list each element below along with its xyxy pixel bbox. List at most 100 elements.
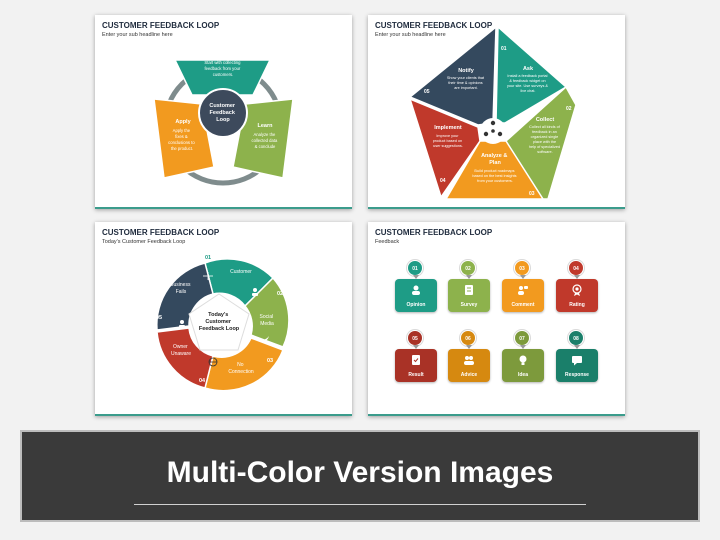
slide-subtitle: Feedback [375, 239, 400, 245]
feedback-item-survey: 02 Survey [448, 260, 490, 312]
implement-text: Improve your product based on user sugge… [433, 134, 463, 148]
noconnection-label: No Connection [228, 362, 254, 375]
banner-divider [134, 504, 586, 505]
feedback-card: Response [556, 349, 598, 382]
globe-icon [208, 357, 218, 367]
feedback-item-opinion: 01 Opinion [395, 260, 437, 312]
number-badge: 08 [568, 330, 584, 346]
version-banner: Multi-Color Version Images [20, 430, 700, 522]
feedback-card: Idea [502, 349, 544, 382]
learn-text: Analyze the collected data & conclude [251, 132, 278, 149]
number-badge: 06 [460, 330, 476, 346]
owner-number: 04 [199, 378, 206, 384]
apply-title: Apply [175, 119, 191, 125]
notify-text: Show your clients that their time & opin… [447, 76, 485, 90]
notify-number: 05 [424, 89, 430, 95]
slide-title: CUSTOMER FEEDBACK LOOP [375, 228, 493, 237]
badge-pointer [574, 345, 580, 349]
customer-number: 01 [205, 255, 211, 261]
result-icon [412, 355, 420, 365]
slide-thumbnail-2[interactable]: CUSTOMER FEEDBACK LOOP Enter your sub he… [368, 15, 625, 209]
noconnection-number: 03 [267, 358, 273, 364]
business-number: 05 [156, 315, 162, 321]
ask-text: Install a feedback portal & feedback wid… [507, 74, 549, 93]
scale-icon [203, 272, 213, 280]
ask-title: Ask [523, 66, 534, 72]
comment-icon [518, 286, 528, 295]
opinion-icon [412, 285, 420, 295]
feedback-item-advice: 06 Advice [448, 330, 490, 382]
advice-icon [464, 356, 474, 365]
feedback-card: Survey [448, 279, 490, 312]
customer-label: Customer [230, 269, 252, 275]
gather-title: Gather [214, 50, 233, 56]
feedback-card: Advice [448, 349, 490, 382]
slide-thumbnail-4[interactable]: CUSTOMER FEEDBACK LOOP Feedback 01 Opini… [368, 222, 625, 416]
analyze-text: Build product roadmaps based on the best… [472, 169, 517, 183]
banner-title: Multi-Color Version Images [166, 456, 554, 489]
slide-thumbnail-1[interactable]: CUSTOMER FEEDBACK LOOP Enter your sub he… [95, 15, 352, 209]
feedback-label: Rating [569, 302, 585, 308]
number-badge: 03 [514, 260, 530, 276]
slide-title: CUSTOMER FEEDBACK LOOP [102, 228, 220, 237]
response-icon [572, 356, 582, 366]
ask-number: 01 [501, 46, 507, 52]
slide-subtitle: Today's Customer Feedback Loop [102, 239, 186, 245]
analyze-number: 03 [529, 191, 535, 197]
gather-text: Start with collecting feedback from your… [204, 60, 241, 77]
feedback-label: Response [565, 372, 589, 378]
center-label: Customer Feedback Loop [209, 103, 236, 123]
business-label: Business Fails [170, 282, 192, 295]
number-badge: 07 [514, 330, 530, 346]
badge-pointer [574, 275, 580, 279]
slide-subtitle: Enter your sub headline here [375, 32, 446, 38]
feedback-card: Result [395, 349, 437, 382]
badge-pointer [413, 345, 419, 349]
segment-gather [173, 59, 272, 96]
segment-learn [232, 98, 294, 179]
survey-icon [465, 285, 473, 295]
collect-title: Collect [536, 117, 555, 123]
slide-title: CUSTOMER FEEDBACK LOOP [375, 21, 493, 30]
idea-icon [519, 355, 527, 365]
user-icon [252, 288, 258, 296]
feedback-label: Survey [460, 302, 478, 308]
collect-number: 02 [566, 106, 572, 112]
donut-diagram: Today's Customer Feedback Loop 01 02 03 … [156, 255, 290, 392]
segment-ask [495, 25, 568, 124]
feedback-card: Opinion [395, 279, 437, 312]
feedback-item-idea: 07 Idea [502, 330, 544, 382]
slide-thumbnail-3[interactable]: CUSTOMER FEEDBACK LOOP Today's Customer … [95, 222, 352, 416]
badge-pointer [466, 345, 472, 349]
person-icon [179, 320, 185, 329]
collect-text: Collect all kinds of feedback in an orga… [529, 125, 561, 154]
analyze-title: Analyze & Plan [481, 153, 509, 166]
people-network-icon [483, 120, 503, 137]
badge-pointer [413, 275, 419, 279]
feedback-label: Opinion [406, 302, 426, 308]
feedback-label: Comment [511, 302, 535, 308]
feedback-label: Result [408, 372, 424, 378]
twitter-icon [262, 336, 269, 342]
segment-owner-unaware [156, 327, 214, 389]
feedback-item-result: 05 Result [395, 330, 437, 382]
number-badge: 02 [460, 260, 476, 276]
social-label: Social Media [259, 314, 274, 327]
number-badge: 05 [407, 330, 423, 346]
pentagon-diagram: 01 02 03 04 05 Ask Install a feedback po… [408, 25, 577, 200]
feedback-item-comment: 03 Comment [502, 260, 544, 312]
implement-title: Implement [434, 125, 462, 131]
social-number: 02 [277, 291, 283, 297]
cycle-diagram: Customer Feedback Loop Gather Start with… [153, 50, 294, 186]
owner-label: Owner Unaware [171, 344, 191, 357]
rating-icon [572, 284, 582, 296]
badge-pointer [466, 275, 472, 279]
feedback-card: Comment [502, 279, 544, 312]
center-pentagon [188, 293, 250, 351]
badge-pointer [520, 275, 526, 279]
feedback-card: Rating [556, 279, 598, 312]
segment-no-connection [204, 337, 284, 392]
number-badge: 04 [568, 260, 584, 276]
badge-pointer [520, 345, 526, 349]
notify-title: Notify [458, 68, 475, 74]
